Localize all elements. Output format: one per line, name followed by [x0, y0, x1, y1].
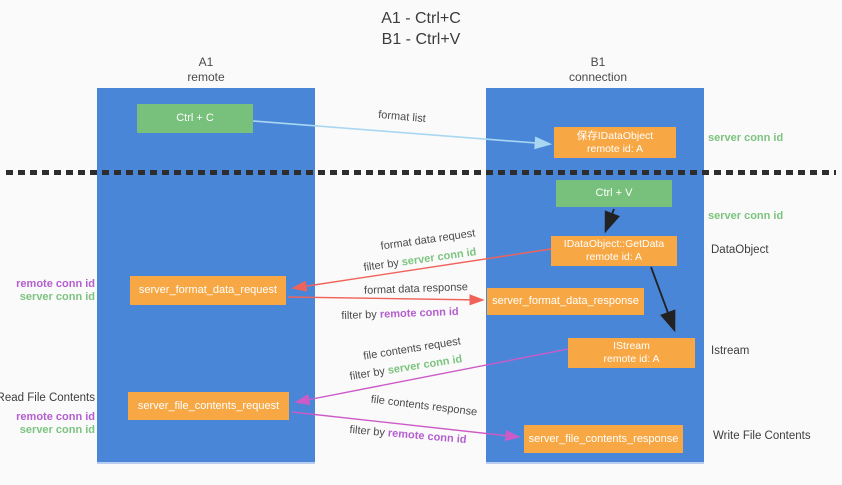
lane-a1-name: A1: [198, 55, 214, 69]
label-remote-conn-id-left2: remote conn id: [16, 411, 95, 423]
label-dataobject: DataObject: [711, 244, 769, 256]
session-divider: [6, 170, 836, 175]
node-file-response-label: server_file_contents_response: [528, 432, 679, 445]
filter-key-remote-conn-id: remote conn id: [387, 427, 467, 447]
label-remote-conn-id-left1: remote conn id: [16, 278, 95, 290]
node-istream-line1: IStream: [613, 340, 650, 352]
arrow-label-format-data-response: format data response: [363, 281, 469, 297]
diagram-title: A1 - Ctrl+C B1 - Ctrl+V: [0, 8, 842, 50]
node-server-format-data-request: server_format_data_request: [130, 276, 286, 305]
arrow-label-filter-by-remote-1: filter by remote conn id: [341, 306, 459, 322]
node-ctrl-c: Ctrl + C: [137, 104, 253, 133]
node-ctrl-v: Ctrl + V: [556, 180, 672, 207]
node-server-file-contents-response: server_file_contents_response: [524, 425, 683, 453]
node-ctrl-v-label: Ctrl + V: [595, 187, 633, 199]
filter-by-text: filter by: [349, 423, 389, 440]
arrow-label-file-contents-response: file contents response: [370, 393, 478, 419]
label-server-conn-id-mid: server conn id: [708, 210, 784, 222]
arrow-label-filter-by-server-1: filter by server conn id: [363, 246, 477, 274]
node-save-idataobject-line2: remote id: A: [586, 142, 644, 155]
label-server-conn-id-top: server conn id: [708, 132, 784, 144]
arrow-label-filter-by-remote-2: filter by remote conn id: [349, 424, 467, 446]
node-ctrl-c-label: Ctrl + C: [176, 112, 214, 124]
node-server-file-contents-request: server_file_contents_request: [128, 392, 289, 420]
filter-by-text: filter by: [362, 256, 403, 274]
filter-by-text: filter by: [348, 364, 389, 383]
node-save-idataobject: 保存IDataObject remote id: A: [554, 127, 676, 158]
node-server-format-data-response: server_format_data_response: [487, 288, 644, 315]
node-getdata-line2: remote id: A: [585, 251, 643, 263]
node-save-idataobject-line1: 保存IDataObject: [576, 129, 654, 142]
title-line-2: B1 - Ctrl+V: [381, 31, 461, 48]
label-server-conn-id-left2: server conn id: [19, 424, 95, 436]
node-istream: IStream remote id: A: [568, 338, 695, 368]
node-format-request-label: server_format_data_request: [138, 284, 278, 296]
lane-header-b1: B1 connection: [528, 55, 668, 85]
arrow-label-format-list: format list: [377, 108, 427, 126]
title-line-1: A1 - Ctrl+C: [381, 10, 461, 27]
label-read-file-contents: Read File Contents: [0, 392, 95, 404]
label-server-conn-id-left1: server conn id: [19, 291, 95, 303]
node-format-response-label: server_format_data_response: [492, 295, 639, 307]
lane-b1-subtitle: connection: [568, 70, 628, 84]
filter-key-remote-conn-id: remote conn id: [379, 305, 459, 321]
node-file-request-label: server_file_contents_request: [137, 399, 280, 412]
lane-header-a1: A1 remote: [136, 55, 276, 85]
filter-key-server-conn-id: server conn id: [400, 246, 478, 269]
lane-b1-name: B1: [590, 55, 606, 69]
lane-a1-subtitle: remote: [187, 70, 225, 84]
label-write-file-contents: Write File Contents: [713, 430, 811, 442]
node-istream-line2: remote id: A: [603, 353, 660, 365]
node-getdata-line1: IDataObject::GetData: [563, 238, 665, 250]
arrow-format-data-response: [287, 294, 485, 306]
filter-by-text: filter by: [341, 308, 381, 323]
node-idataobject-getdata: IDataObject::GetData remote id: A: [551, 236, 677, 266]
label-istream: Istream: [711, 345, 750, 357]
